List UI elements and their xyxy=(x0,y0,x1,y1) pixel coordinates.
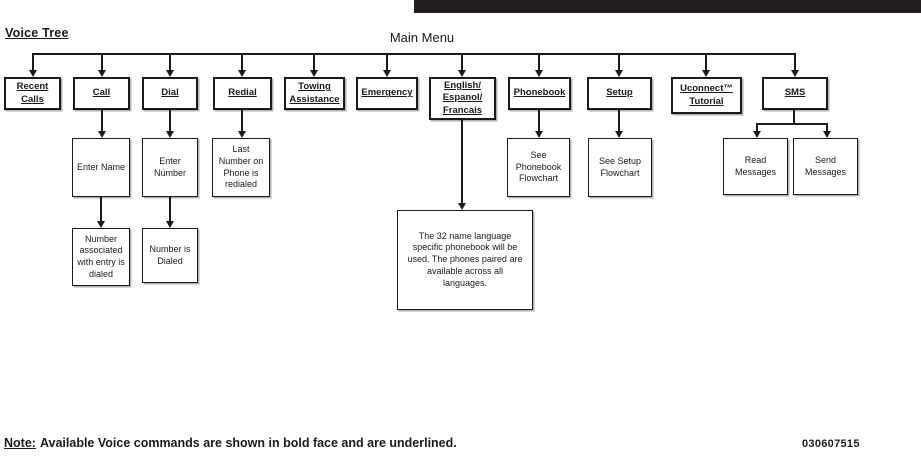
node-label: Redial xyxy=(228,87,257,99)
node-sms: SMS xyxy=(762,77,828,110)
node-label: Enter Name xyxy=(76,161,126,172)
arrowhead-icon xyxy=(238,70,246,77)
connector-line xyxy=(101,110,103,131)
arrowhead-icon xyxy=(166,221,174,228)
arrowhead-icon xyxy=(791,70,799,77)
node-label: Uconnect™ Tutorial xyxy=(680,83,733,107)
connector-line xyxy=(101,54,103,70)
node-number-associated-dialed: Number associated with entry is dialed xyxy=(72,228,130,286)
node-language: English/ Espanol/ Francais xyxy=(429,77,496,120)
connector-line xyxy=(32,54,34,70)
node-label: See Phonebook Flowchart xyxy=(515,149,562,184)
node-label: SMS xyxy=(784,87,806,99)
trunk-line xyxy=(32,53,796,55)
node-dial: Dial xyxy=(142,77,198,110)
note-text: Available Voice commands are shown in bo… xyxy=(39,436,457,450)
node-number-is-dialed: Number is Dialed xyxy=(142,228,198,283)
arrowhead-icon xyxy=(458,70,466,77)
node-enter-name: Enter Name xyxy=(72,138,130,197)
node-label: Number associated with entry is dialed xyxy=(77,233,125,279)
arrowhead-icon xyxy=(753,131,761,138)
connector-line xyxy=(241,110,243,131)
connector-line xyxy=(705,54,707,70)
node-send-messages: Send Messages xyxy=(793,138,858,195)
connector-line xyxy=(538,110,540,131)
connector-line xyxy=(461,54,463,70)
arrowhead-icon xyxy=(29,70,37,77)
connector-line xyxy=(169,110,171,131)
arrowhead-icon xyxy=(97,221,105,228)
connector-line xyxy=(386,54,388,70)
connector-line xyxy=(794,54,796,70)
node-label: Send Messages xyxy=(804,154,847,177)
node-see-phonebook-flowchart: See Phonebook Flowchart xyxy=(507,138,570,197)
arrowhead-icon xyxy=(458,203,466,210)
arrowhead-icon xyxy=(615,131,623,138)
arrowhead-icon xyxy=(98,70,106,77)
connector-line xyxy=(169,197,171,221)
document-number: 030607515 xyxy=(802,438,860,450)
node-label: Last Number on Phone is redialed xyxy=(218,144,264,190)
node-label: Phonebook xyxy=(513,87,566,99)
connector-line xyxy=(100,197,102,221)
node-label: Dial xyxy=(161,87,179,99)
node-label: Setup xyxy=(606,87,633,99)
node-label: Recent Calls xyxy=(16,81,49,105)
arrowhead-icon xyxy=(535,131,543,138)
page-title: Voice Tree xyxy=(5,26,69,40)
connector-line xyxy=(793,110,795,125)
arrowhead-icon xyxy=(238,131,246,138)
node-language-note: The 32 name language specific phonebook … xyxy=(397,210,533,310)
node-label: Enter Number xyxy=(153,155,186,178)
node-label: Emergency xyxy=(361,87,413,99)
arrowhead-icon xyxy=(98,131,106,138)
connector-line xyxy=(618,54,620,70)
node-label: English/ Espanol/ Francais xyxy=(442,79,483,116)
arrowhead-icon xyxy=(615,70,623,77)
node-see-setup-flowchart: See Setup Flowchart xyxy=(588,138,652,197)
connector-line xyxy=(241,54,243,70)
node-recent-calls: Recent Calls xyxy=(4,77,61,110)
arrowhead-icon xyxy=(702,70,710,77)
node-towing-assistance: Towing Assistance xyxy=(284,77,345,110)
node-emergency: Emergency xyxy=(356,77,418,110)
top-black-bar xyxy=(414,0,921,13)
node-label: The 32 name language specific phonebook … xyxy=(407,230,523,288)
node-phonebook: Phonebook xyxy=(508,77,571,110)
node-call: Call xyxy=(73,77,130,110)
node-last-number-redialed: Last Number on Phone is redialed xyxy=(212,138,270,197)
node-label: Read Messages xyxy=(734,154,777,177)
node-enter-number: Enter Number xyxy=(142,138,198,197)
node-setup: Setup xyxy=(587,77,652,110)
arrowhead-icon xyxy=(535,70,543,77)
arrowhead-icon xyxy=(383,70,391,77)
connector-line xyxy=(461,120,463,203)
connector-line xyxy=(826,123,828,131)
connector-line xyxy=(538,54,540,70)
main-menu-label: Main Menu xyxy=(389,30,455,45)
node-label: Towing Assistance xyxy=(289,81,340,105)
connector-line xyxy=(618,110,620,131)
arrowhead-icon xyxy=(310,70,318,77)
connector-line xyxy=(756,123,828,125)
footer-note: Note:Available Voice commands are shown … xyxy=(4,436,457,450)
note-label: Note: xyxy=(4,436,36,450)
connector-line xyxy=(169,54,171,70)
node-uconnect-tutorial: Uconnect™ Tutorial xyxy=(671,77,742,114)
node-read-messages: Read Messages xyxy=(723,138,788,195)
node-label: See Setup Flowchart xyxy=(598,155,642,178)
arrowhead-icon xyxy=(823,131,831,138)
connector-line xyxy=(756,123,758,131)
node-label: Number is Dialed xyxy=(149,243,191,266)
node-redial: Redial xyxy=(213,77,272,110)
arrowhead-icon xyxy=(166,70,174,77)
connector-line xyxy=(313,54,315,70)
node-label: Call xyxy=(92,87,111,99)
arrowhead-icon xyxy=(166,131,174,138)
